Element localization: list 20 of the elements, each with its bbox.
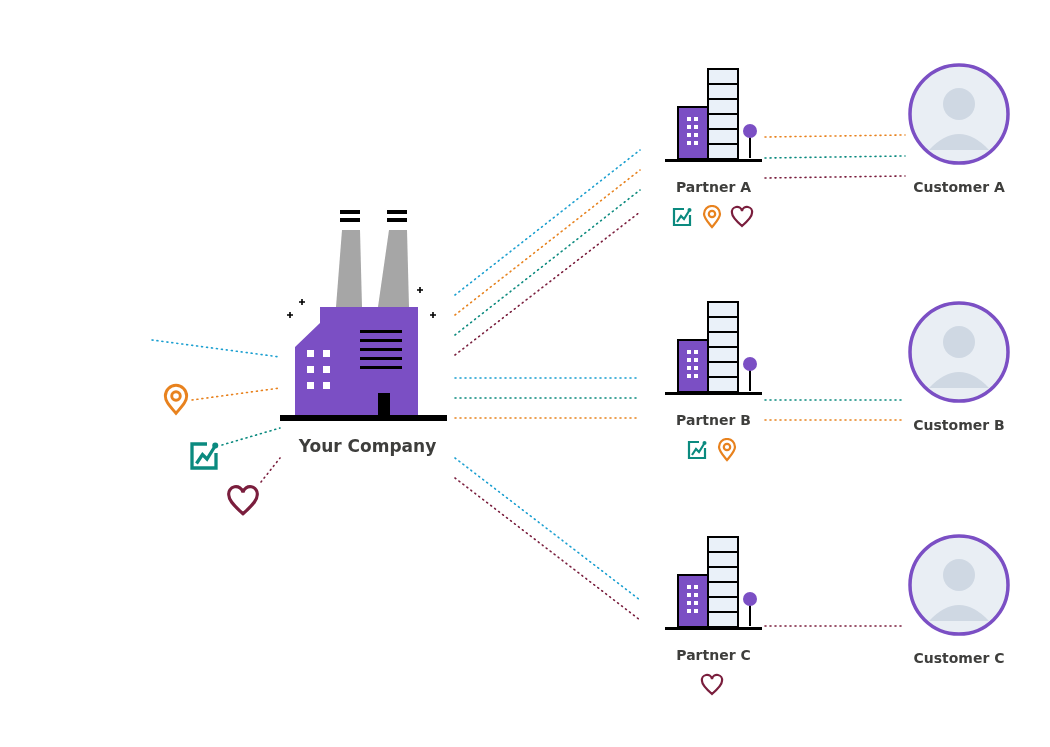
dotted-connector <box>764 134 906 138</box>
dotted-connector <box>260 457 281 483</box>
dotted-connector <box>151 339 281 358</box>
node-label: Customer B <box>912 417 1006 433</box>
dotted-connector <box>454 189 641 336</box>
dotted-connector <box>764 175 906 179</box>
node-label: Customer C <box>912 650 1006 666</box>
dotted-connector <box>454 457 641 601</box>
node-label: Your Company <box>297 436 438 456</box>
node-label: Partner A <box>675 179 752 195</box>
node-label: Partner C <box>675 647 752 663</box>
dotted-connector <box>454 149 641 296</box>
dotted-connector <box>191 387 281 401</box>
node-label: Partner B <box>675 412 752 428</box>
dotted-connector <box>454 169 641 316</box>
dotted-connector <box>454 211 641 356</box>
dotted-connector <box>221 427 281 446</box>
dotted-connector <box>454 477 641 621</box>
dotted-connector <box>764 155 906 159</box>
node-label: Customer A <box>912 179 1006 195</box>
